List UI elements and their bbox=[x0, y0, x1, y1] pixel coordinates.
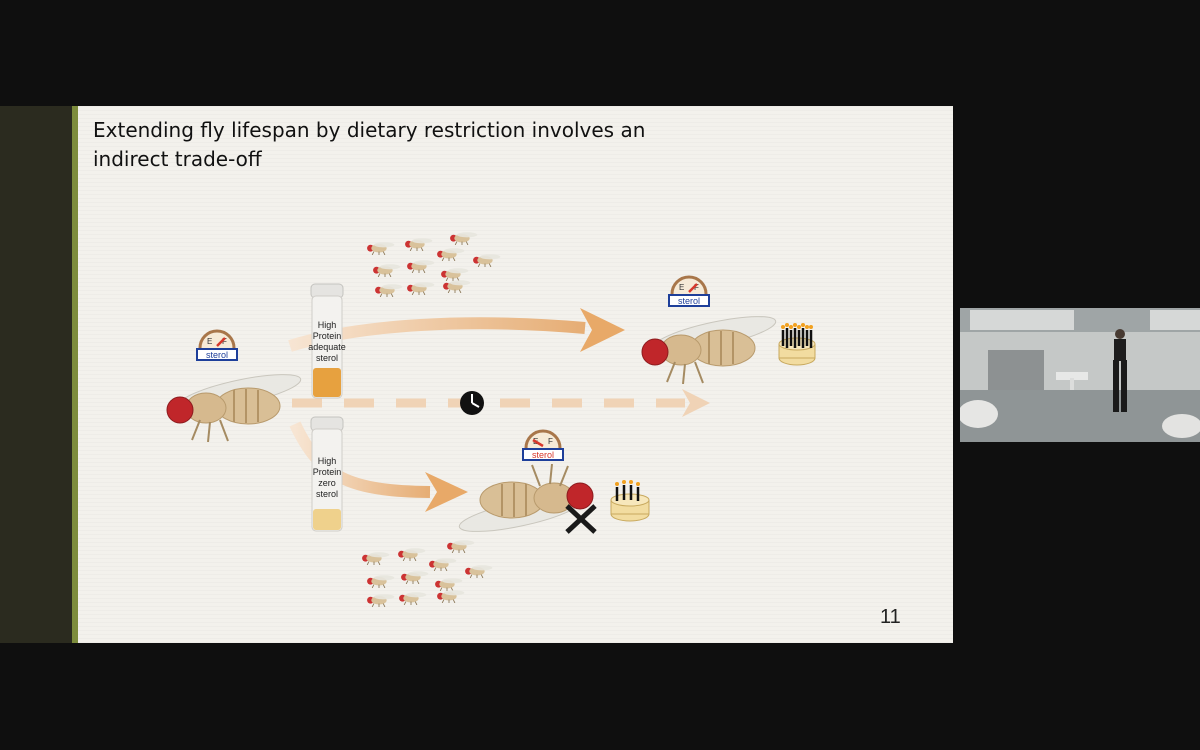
fly-icon bbox=[641, 308, 780, 384]
vial-bottom-label-line: sterol bbox=[315, 489, 338, 499]
clock-icon bbox=[460, 391, 484, 415]
vial-top-label-line: adequate bbox=[308, 342, 346, 352]
presentation-slide: Extending fly lifespan by dietary restri… bbox=[0, 106, 953, 643]
cake-icon bbox=[610, 480, 650, 522]
fly-cluster-bottom bbox=[361, 539, 493, 607]
diagram-art: E F sterol E F sterol bbox=[166, 231, 816, 607]
vial-top-label-line: High bbox=[317, 320, 337, 330]
fly-icon bbox=[166, 366, 305, 442]
vial-bottom-label: High Protein zero sterol bbox=[305, 456, 349, 500]
vial-bottom-label-line: zero bbox=[318, 478, 336, 488]
webcam-image bbox=[960, 308, 1200, 442]
gauge-icon bbox=[195, 329, 239, 362]
cake-icon bbox=[778, 323, 816, 366]
vial-bottom-label-line: High bbox=[317, 456, 337, 466]
slide-title-line-1: Extending fly lifespan by dietary restri… bbox=[93, 118, 646, 142]
slide-side-bar bbox=[0, 106, 72, 643]
vial-top-label-line: sterol bbox=[315, 353, 338, 363]
slide-side-accent bbox=[72, 106, 78, 643]
vial-adequate-sterol bbox=[310, 283, 344, 399]
vial-top-label-line: Protein bbox=[312, 331, 342, 341]
gauge-icon bbox=[667, 275, 711, 308]
slide-number: 11 bbox=[880, 606, 901, 628]
vial-bottom-label-line: Protein bbox=[312, 467, 342, 477]
vial-top-label: High Protein adequate sterol bbox=[305, 320, 349, 364]
fly-cluster-top bbox=[366, 231, 501, 297]
slide-texture bbox=[0, 106, 953, 643]
time-arrow-head bbox=[682, 389, 710, 417]
lower-arrow-head bbox=[425, 472, 468, 512]
gauge-empty-icon bbox=[521, 429, 565, 462]
slide-title-line-2: indirect trade-off bbox=[93, 147, 262, 171]
upper-arrow-head bbox=[580, 308, 625, 352]
cross-mark bbox=[565, 504, 597, 534]
speaker-webcam-feed bbox=[960, 308, 1200, 442]
slide-title: Extending fly lifespan by dietary restri… bbox=[93, 116, 693, 174]
vial-zero-sterol bbox=[310, 416, 344, 532]
